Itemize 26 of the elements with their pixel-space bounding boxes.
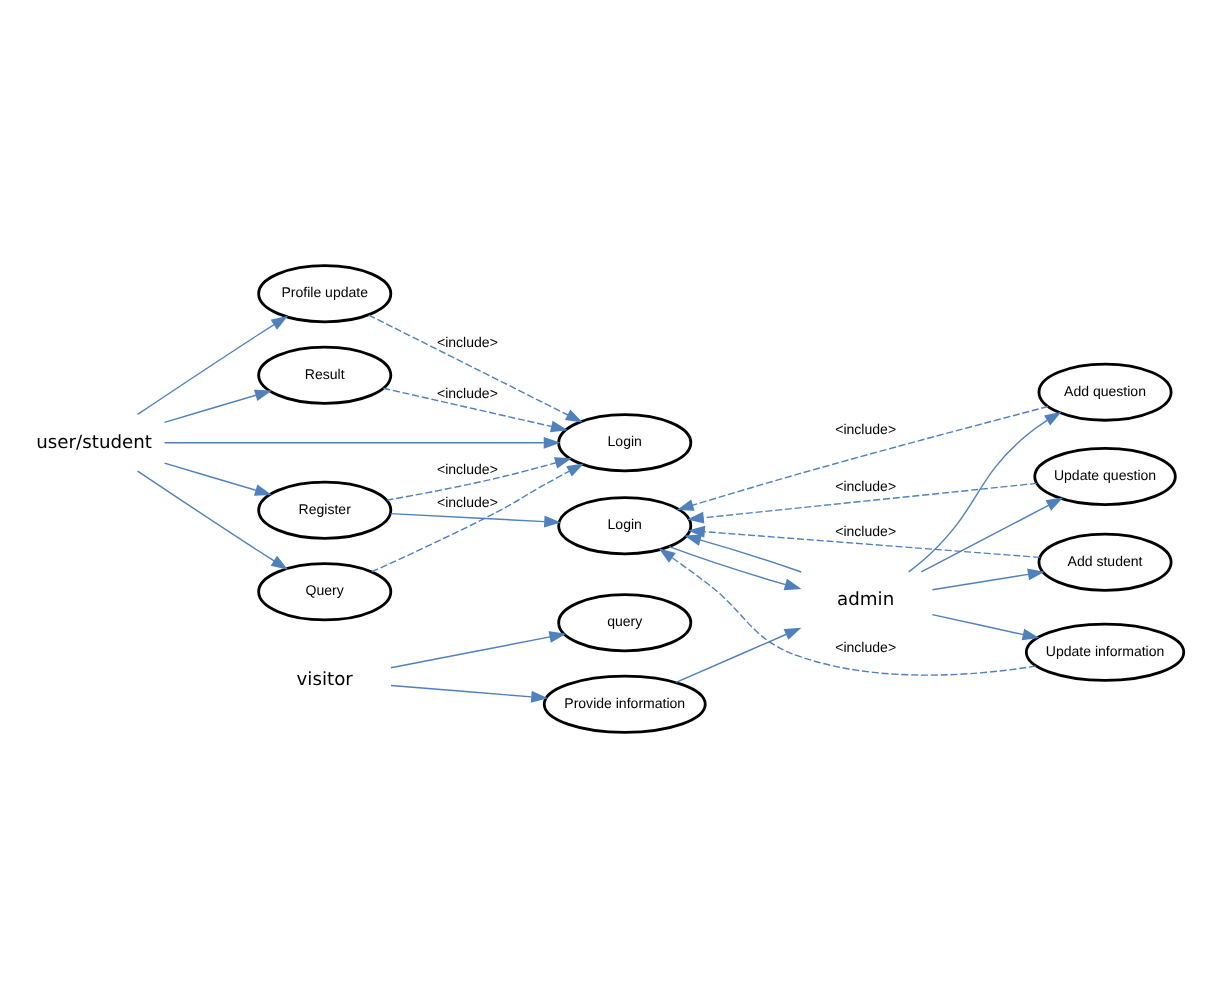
arrow: [668, 545, 802, 590]
node-text: user/student: [36, 432, 153, 453]
node-text: visitor: [296, 670, 353, 691]
arrow: [931, 612, 1040, 640]
arrow: [920, 496, 1064, 572]
arrow: [687, 524, 1041, 558]
arrow: [684, 533, 802, 572]
arrow: [390, 630, 567, 668]
arrow: [908, 410, 1062, 572]
arrow: [136, 469, 289, 569]
arrow: [658, 547, 1037, 675]
arrow: [368, 313, 583, 422]
arrow: [676, 404, 1049, 510]
arrow: [163, 435, 561, 448]
arrow: [163, 461, 272, 495]
arrow: [136, 314, 289, 415]
arrow: [390, 683, 549, 702]
arrow: [686, 481, 1038, 523]
arrow: [386, 456, 572, 500]
arrow: [382, 386, 568, 432]
arrow: [163, 388, 272, 423]
node-text: admin: [837, 590, 895, 610]
arrow: [675, 626, 802, 683]
arrow: [371, 462, 584, 572]
arrow: [389, 511, 562, 527]
arrow: [931, 567, 1045, 590]
